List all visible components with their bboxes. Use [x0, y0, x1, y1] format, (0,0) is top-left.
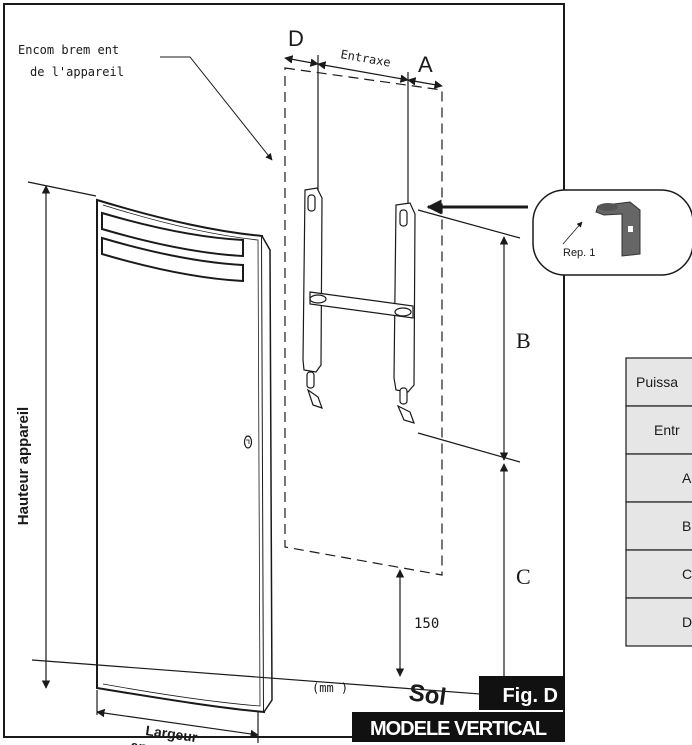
encombrement-label-1: Encom brem ent	[18, 43, 119, 57]
dimension-c-label: C	[516, 564, 531, 589]
floor-gap-label: 150	[414, 616, 439, 632]
width-dimension	[96, 690, 259, 743]
largeur-label-2: appareil	[130, 737, 185, 745]
floor-line	[31, 659, 521, 698]
sol-label: Sol	[407, 679, 448, 711]
largeur-label-1: Largeur	[145, 722, 199, 745]
table-row	[625, 357, 692, 407]
table-cell: Puissa	[636, 374, 678, 390]
encombrement-label-2: de l'appareil	[30, 65, 124, 79]
dimension-a-label: A	[418, 52, 433, 77]
model-label: MODELE VERTICAL	[370, 718, 547, 740]
unit-label: (mm )	[312, 681, 348, 695]
height-dimension	[27, 181, 97, 689]
table-row	[625, 549, 692, 599]
table-row	[625, 405, 692, 455]
table-cell: A	[682, 470, 692, 486]
rep-label: Rep. 1	[563, 247, 595, 259]
table-row	[625, 597, 692, 647]
hauteur-label: Hauteur appareil	[15, 407, 32, 525]
radiator	[96, 198, 273, 714]
fig-label: Fig. D	[502, 685, 558, 707]
table-cell: C	[682, 566, 692, 582]
dimension-d-label: D	[288, 26, 304, 51]
model-badge	[352, 712, 565, 742]
top-dimension-lines	[284, 55, 443, 205]
table-cell: Entr	[654, 422, 680, 438]
fig-badge	[479, 676, 565, 710]
table-cell: B	[682, 518, 691, 534]
wall-bracket	[302, 187, 416, 424]
dimension-b-label: B	[516, 328, 531, 353]
spec-table: Puissa Entr A B C D	[625, 357, 692, 647]
entraxe-label: Entraxe	[339, 47, 391, 70]
rep-callout	[532, 189, 692, 276]
table-cell: D	[682, 614, 692, 630]
right-dimension-lines	[395, 209, 521, 697]
page-frame	[3, 3, 565, 738]
encombrement-leader	[160, 56, 273, 161]
